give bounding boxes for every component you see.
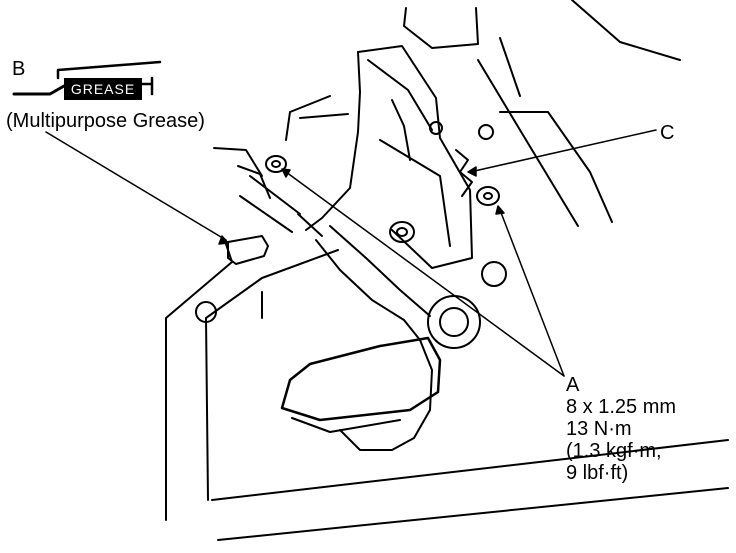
grease-tube-icon: [12, 60, 162, 96]
leader-a-right: [499, 209, 565, 377]
callout-b: B: [12, 58, 26, 80]
torque-spec: A 8 x 1.25 mm 13 N·m (1.3 kgf·m, 9 lbf·f…: [566, 374, 676, 484]
brake-pedal: [280, 225, 442, 451]
callout-a: A: [566, 374, 580, 396]
spec-size: 8 x 1.25 mm: [566, 396, 677, 418]
arrowhead-a-right: [495, 205, 505, 215]
floor-outline: [165, 249, 729, 541]
pedal-bracket: [285, 45, 494, 269]
nut-a-left: [265, 155, 287, 173]
push-rod: [239, 175, 323, 237]
leader-c: [469, 129, 657, 173]
leader-lines: [45, 129, 657, 377]
pedal-pivot: [195, 261, 507, 349]
spec-torque-kgf: (1.3 kgf·m,: [566, 440, 662, 462]
grease-note: (Multipurpose Grease): [6, 110, 205, 132]
spec-torque-lbf: 9 lbf·ft): [566, 462, 629, 484]
dash-panel: [213, 0, 681, 227]
arrowhead-c: [467, 166, 477, 177]
lock-clip: [455, 149, 473, 197]
arrowhead-b: [218, 235, 229, 245]
arrowhead-a-left: [281, 168, 291, 178]
grease-tag: GREASE: [64, 78, 142, 100]
nut-a-right: [476, 186, 500, 206]
leader-b: [45, 131, 227, 241]
spec-torque-nm: 13 N·m: [566, 418, 632, 440]
clevis-pin: [225, 235, 269, 265]
callout-c: C: [660, 122, 675, 144]
pivot-nut: [389, 221, 415, 243]
leader-a-left: [285, 171, 565, 377]
